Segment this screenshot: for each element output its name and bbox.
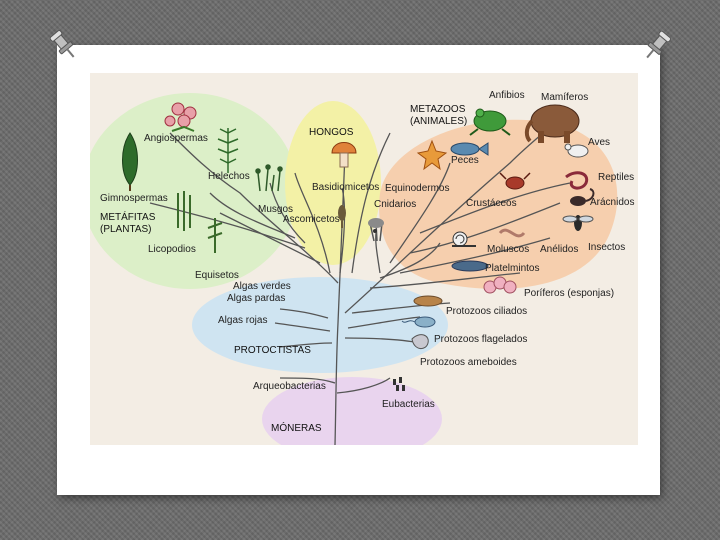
label-mamiferos: Mamíferos bbox=[541, 92, 588, 103]
label-equinodermos: Equinodermos bbox=[385, 183, 449, 194]
label-animales: (ANIMALES) bbox=[410, 116, 467, 128]
sea-creature-icon bbox=[373, 229, 377, 233]
label-helechos: Helechos bbox=[208, 171, 250, 182]
label-angiospermas: Angiospermas bbox=[144, 133, 208, 144]
label-crustaceos: Crustáceos bbox=[466, 198, 517, 209]
label-platelmintos: Platelmintos bbox=[485, 263, 539, 274]
label-protoctistas: PROTOCTISTAS bbox=[234, 345, 311, 357]
label-moluscos: Moluscos bbox=[487, 244, 529, 255]
plantas-region bbox=[90, 93, 298, 289]
label-gimnospermas: Gimnospermas bbox=[100, 193, 168, 204]
label-cnidarios: Cnidarios bbox=[374, 199, 416, 210]
label-reptiles: Reptiles bbox=[598, 172, 634, 183]
label-ascomicetos: Ascomicetos bbox=[283, 214, 340, 225]
label-algas-pardas: Algas pardas bbox=[227, 293, 285, 304]
label-basidiomicetos: Basidiomicetos bbox=[312, 182, 379, 193]
label-algas-verdes: Algas verdes bbox=[233, 281, 291, 292]
label-moneras: MÓNERAS bbox=[271, 423, 322, 435]
label-poriferos: Poríferos (esponjas) bbox=[524, 288, 614, 299]
label-anelidos: Anélidos bbox=[540, 244, 578, 255]
label-aves: Aves bbox=[588, 137, 610, 148]
label-aracnidos: Arácnidos bbox=[590, 197, 634, 208]
label-hongos: HONGOS bbox=[309, 127, 353, 139]
label-algas-rojas: Algas rojas bbox=[218, 315, 267, 326]
pushpin-icon bbox=[48, 28, 78, 62]
ciliate-icon bbox=[414, 296, 442, 306]
tree-of-life-diagram bbox=[90, 73, 638, 445]
label-equisetos: Equisetos bbox=[195, 270, 239, 281]
label-protozoos-ameboides: Protozoos ameboides bbox=[420, 357, 517, 368]
label-licopodios: Licopodios bbox=[148, 244, 196, 255]
label-plantas: (PLANTAS) bbox=[100, 224, 152, 236]
label-peces: Peces bbox=[451, 155, 479, 166]
label-insectos: Insectos bbox=[588, 242, 625, 253]
flatworm-icon bbox=[452, 261, 488, 271]
pushpin-icon bbox=[642, 28, 672, 62]
label-protozoos-ciliados: Protozoos ciliados bbox=[446, 306, 527, 317]
label-metafitas: METÁFITAS bbox=[100, 212, 155, 224]
label-metazoos: METAZOOS bbox=[410, 104, 465, 116]
label-arqueobacterias: Arqueobacterias bbox=[253, 381, 326, 392]
label-protozoos-flagelados: Protozoos flagelados bbox=[434, 334, 527, 345]
label-anfibios: Anfibios bbox=[489, 90, 525, 101]
label-eubacterias: Eubacterias bbox=[382, 399, 435, 410]
